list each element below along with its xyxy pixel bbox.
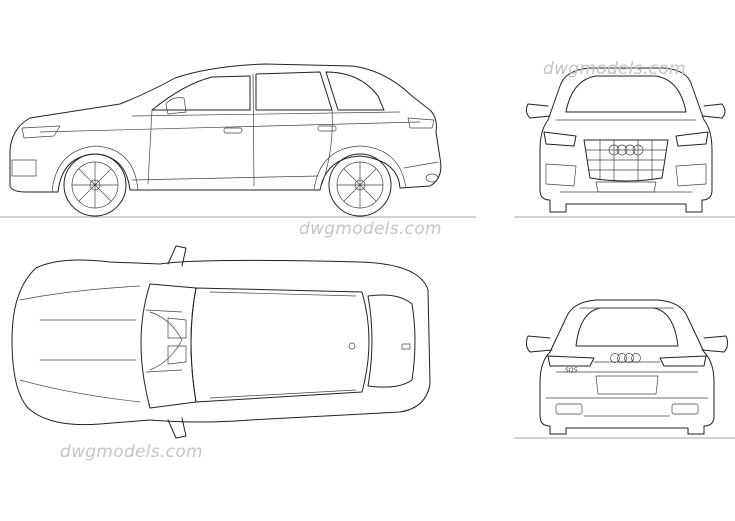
side-window-front [151, 75, 251, 111]
side-window-rear [255, 71, 333, 111]
top-view [11, 245, 431, 439]
top-hood-creases [19, 285, 141, 403]
side-door-line-front [147, 109, 153, 185]
side-rear-bumper [403, 161, 439, 169]
front-rings-logo [608, 144, 644, 156]
side-headlight [21, 125, 61, 139]
top-dash [145, 309, 183, 373]
front-headlight-right [675, 131, 709, 147]
side-front-intake [11, 159, 37, 177]
top-body-outline [11, 259, 431, 426]
rear-rings-logo [610, 353, 641, 363]
side-beltline [131, 111, 401, 117]
rear-body-outline [539, 299, 715, 435]
rear-mirror-right [701, 335, 729, 353]
top-antenna [348, 342, 356, 350]
front-grille [583, 139, 669, 182]
front-body-outline [539, 67, 713, 213]
side-door-line-rear [321, 109, 333, 185]
side-rear-wheel-arch [313, 145, 407, 191]
rear-window [575, 307, 679, 347]
front-grille-bars [585, 139, 667, 182]
side-taillight [407, 117, 435, 129]
rear-exhaust-right [671, 403, 699, 415]
top-steering-area [149, 311, 183, 371]
front-mirror-left [525, 103, 551, 119]
front-mirror-right [701, 103, 726, 119]
front-windshield [565, 75, 687, 113]
rear-mirror-left [525, 335, 553, 353]
rear-view [514, 299, 735, 439]
side-window-quarter [325, 71, 385, 111]
front-plate-area [595, 181, 657, 193]
front-intake-left [545, 163, 577, 187]
watermark-center: dwgmodels.com [299, 219, 442, 239]
top-roof-rail-upper [209, 291, 357, 297]
side-front-wheel-arch [51, 145, 139, 193]
side-door-line-mid [252, 73, 255, 187]
side-exhaust [425, 173, 439, 183]
side-door-handle-rear [317, 125, 337, 132]
top-roof [190, 287, 370, 403]
rear-model-badge: SQ5 [565, 367, 578, 374]
top-seat-front [167, 317, 187, 365]
top-mirror-lower [167, 417, 187, 439]
side-view [0, 63, 476, 218]
top-rear-window [367, 294, 416, 388]
side-rear-wheel [328, 153, 392, 217]
side-sill [131, 175, 319, 181]
front-intake-right [675, 163, 707, 187]
watermark-bottom-left: dwgmodels.com [60, 442, 203, 462]
rear-taillight-right [659, 355, 707, 367]
rear-taillight-left [547, 355, 595, 367]
side-mirror [165, 97, 187, 115]
side-door-handle-front [223, 127, 243, 134]
side-body-crease [39, 121, 421, 133]
front-headlight-left [543, 131, 577, 147]
top-roof-rail-lower [209, 389, 357, 399]
rear-exhaust-left [555, 403, 583, 415]
top-mirror-upper [167, 245, 187, 267]
front-view [514, 67, 735, 218]
rear-plate-area [595, 375, 659, 395]
watermark-top-right: dwgmodels.com [543, 59, 686, 79]
side-front-wheel [63, 153, 127, 217]
top-rear-wiper [401, 343, 411, 350]
